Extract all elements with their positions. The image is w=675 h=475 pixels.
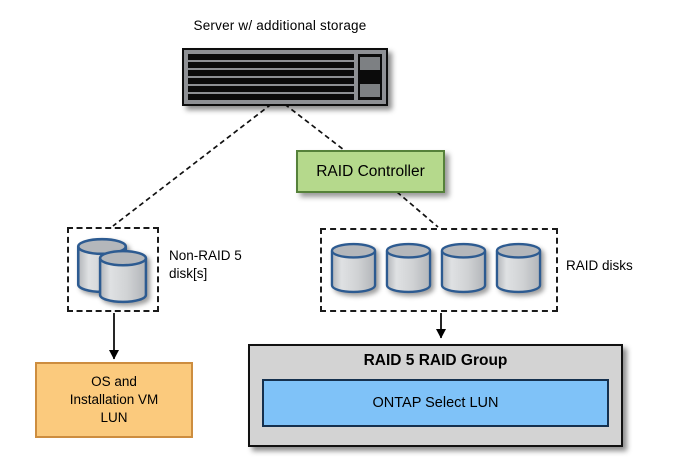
- server-panel-button-icon: [360, 57, 380, 70]
- raid5-raid-group-title: RAID 5 RAID Group: [363, 352, 508, 369]
- server-drive-bays: [188, 54, 354, 100]
- raid-disk-group-box: [320, 228, 558, 312]
- non-raid-disks-label: Non-RAID 5 disk[s]: [169, 248, 242, 281]
- disk-cylinder-icon: [385, 242, 432, 294]
- ontap-select-lun-box: ONTAP Select LUN: [262, 379, 609, 427]
- raid-disks-label: RAID disks: [566, 258, 633, 273]
- raid-controller-label: RAID Controller: [316, 162, 425, 180]
- server-panel-button-icon: [360, 84, 380, 97]
- disk-cylinder-icon: [330, 242, 377, 294]
- disk-cylinder-icon: [440, 242, 487, 294]
- ontap-select-lun-label: ONTAP Select LUN: [372, 395, 499, 411]
- server-label: Server w/ additional storage: [193, 18, 367, 33]
- server-to-nonraid-link: [112, 98, 279, 227]
- os-installation-vm-lun-box: OS and Installation VM LUN: [35, 362, 193, 438]
- disk-cylinder-icon: [98, 249, 148, 304]
- server-graphic: [182, 48, 388, 106]
- raid5-raid-group-box: RAID 5 RAID Group ONTAP Select LUN: [248, 344, 623, 447]
- non-raid-disk-group-box: [67, 227, 159, 312]
- server-to-controller-link: [277, 98, 345, 151]
- controller-to-raiddisks-link: [396, 191, 439, 228]
- server-side-panel: [358, 54, 382, 100]
- disk-cylinder-icon: [495, 242, 542, 294]
- raid-controller-box: RAID Controller: [296, 150, 445, 193]
